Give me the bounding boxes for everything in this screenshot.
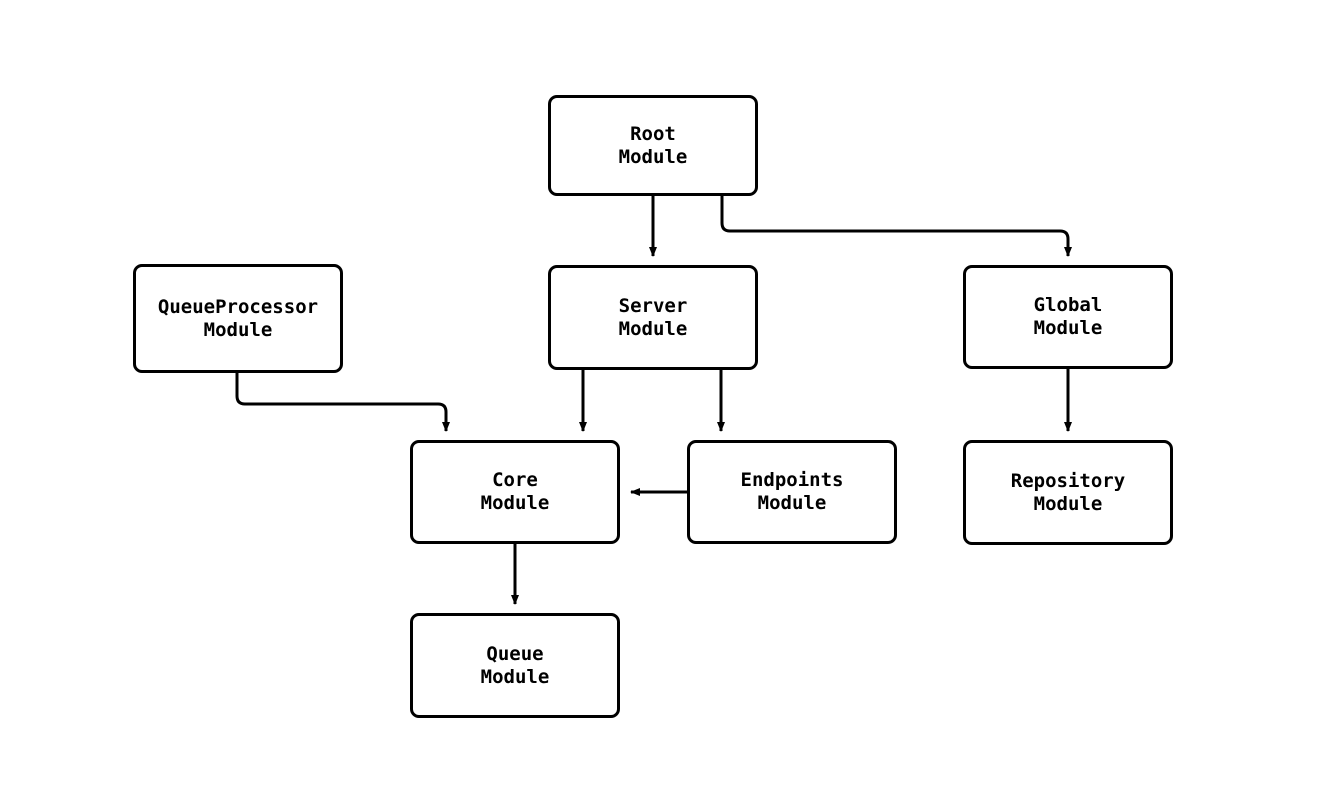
node-label-line2: Module: [1033, 317, 1103, 339]
node-label-line2: Module: [203, 318, 273, 341]
node-label-line1: Server: [618, 294, 688, 317]
edge-queueprocessor-to-core: [235, 373, 450, 432]
node-label-line2: Module: [618, 317, 688, 340]
node-label-line1: Repository: [1010, 469, 1126, 492]
node-label-line1: Root: [630, 122, 676, 145]
node-label-line2: Module: [480, 492, 550, 514]
node-label-line2: Module: [480, 665, 550, 688]
node-label-line1: Queue: [486, 642, 544, 665]
node-label-line2: Module: [618, 145, 688, 168]
node-label-line2: Module: [1033, 492, 1103, 515]
node-label-line1: Endpoints: [740, 469, 844, 491]
node-label-line1: QueueProcessor: [157, 295, 319, 318]
edge-root-to-global: [720, 196, 1072, 257]
node-label-line1: Global: [1033, 294, 1103, 316]
node-label-line2: Module: [757, 492, 827, 514]
edges-group: [235, 196, 1072, 605]
node-label-line1: Core: [492, 469, 538, 491]
